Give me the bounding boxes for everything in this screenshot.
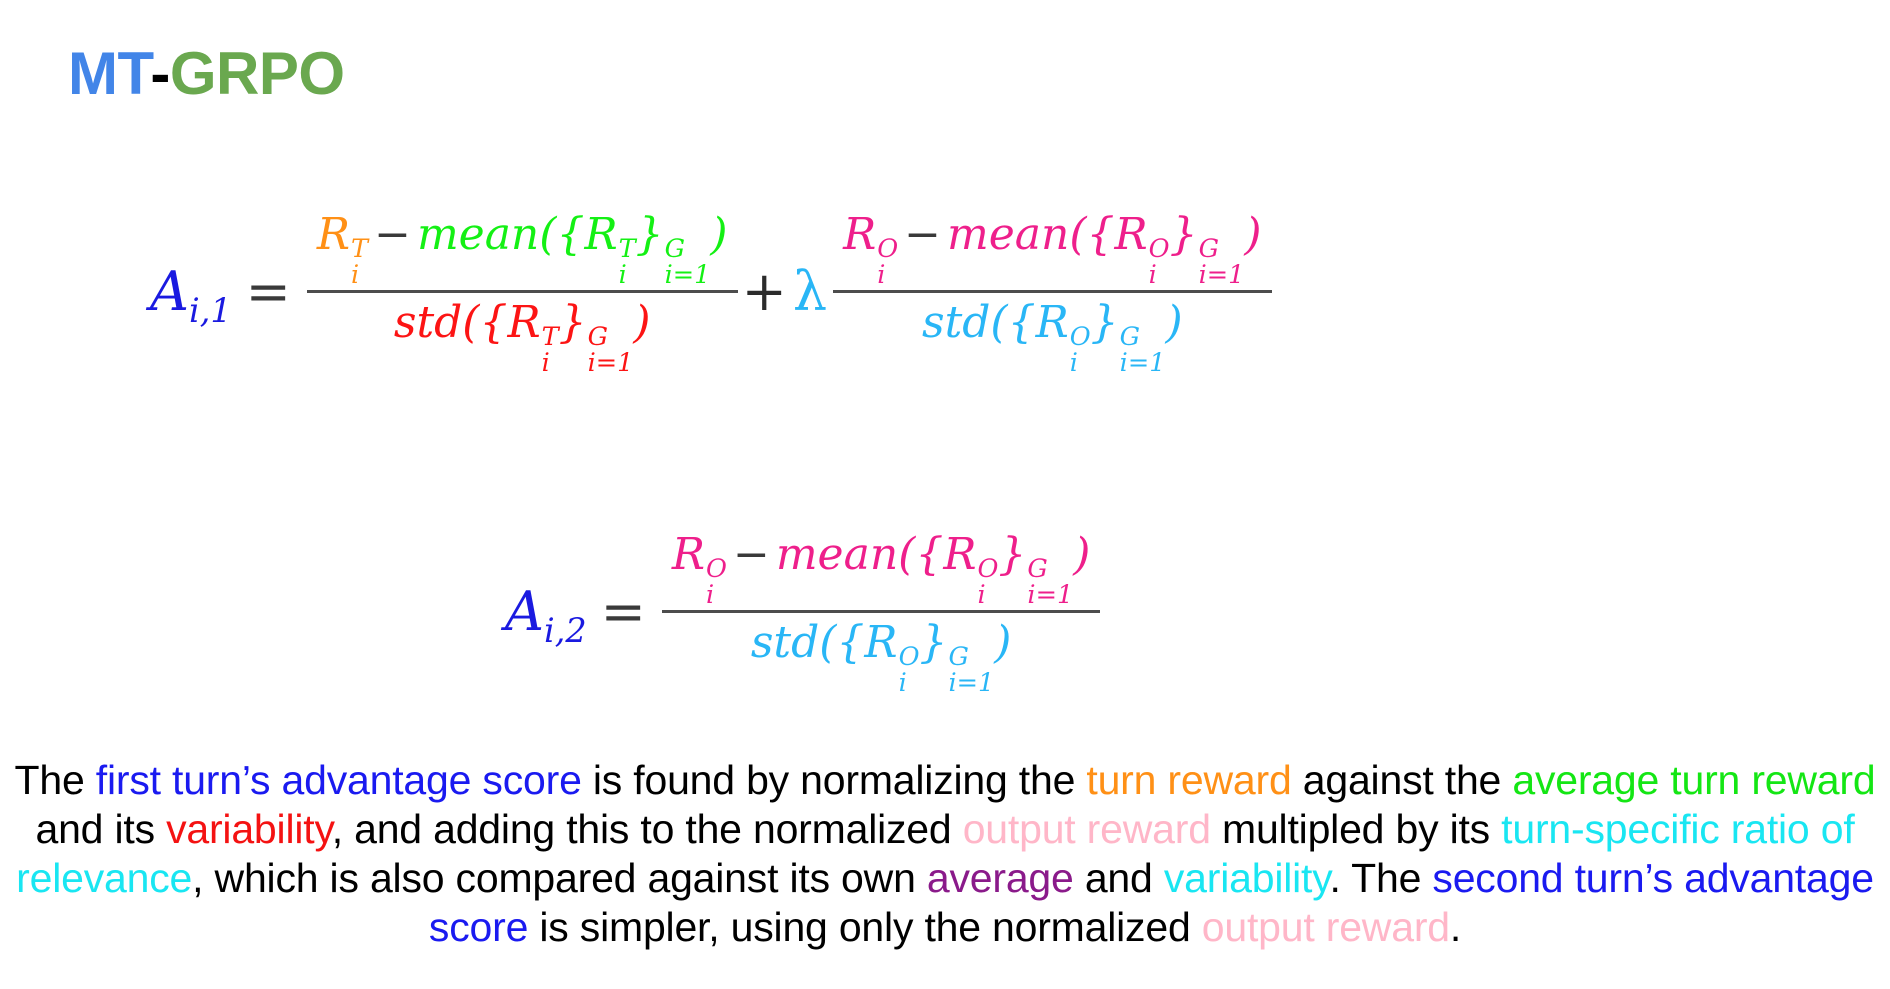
- caption-segment-15: variability: [1163, 855, 1330, 901]
- lhs-subscript: i,1: [189, 290, 232, 330]
- numerator-minus-operator: −: [374, 209, 411, 260]
- fraction-bar: [833, 290, 1272, 294]
- caption-segment-9: output reward: [962, 806, 1211, 852]
- page-title: MT-GRPO: [68, 44, 345, 104]
- caption-segment-2: is found by normalizing the: [581, 757, 1087, 803]
- caption-segment-13: average: [926, 855, 1074, 901]
- lhs-symbol: A: [505, 580, 544, 644]
- caption-segment-4: against the: [1291, 757, 1513, 803]
- fraction-bar: [661, 610, 1101, 614]
- numerator-minus-operator: −: [904, 209, 941, 260]
- caption-segment-19: output reward: [1201, 904, 1450, 950]
- caption-segment-3: turn reward: [1086, 757, 1292, 803]
- caption-segment-6: and its: [35, 757, 1887, 852]
- caption-segment-14: and: [1073, 855, 1164, 901]
- caption-segment-0: The: [14, 757, 96, 803]
- equation-1-lhs: Ai,1: [150, 260, 236, 327]
- caption-segment-10: multipled by its: [1210, 806, 1502, 852]
- caption-segment-7: variability: [166, 806, 332, 852]
- caption-segment-16: . The: [1329, 855, 1433, 901]
- caption-segment-8: , and adding this to the normalized: [331, 806, 963, 852]
- caption-segment-11: turn-specific ratio of relevance: [16, 806, 1866, 901]
- title-part-grpo: GRPO: [169, 40, 345, 107]
- caption-segment-18: is simpler, using only the normalized: [528, 904, 1202, 950]
- caption-segment-12: , which is also compared against its own: [192, 855, 927, 901]
- equation-1-relation: =: [245, 260, 291, 324]
- lhs-subscript: i,2: [544, 610, 587, 650]
- caption-segment-20: .: [1449, 904, 1462, 950]
- fraction-bar: [306, 290, 738, 294]
- equation-2-lhs: Ai,2: [505, 580, 591, 647]
- lhs-symbol: A: [150, 260, 189, 324]
- title-part-mt: MT: [68, 40, 151, 107]
- title-dash: -: [150, 40, 170, 107]
- caption-segment-5: average turn reward: [1512, 757, 1876, 803]
- caption-segment-1: first turn’s advantage score: [95, 757, 582, 803]
- equation-1-lambda-coefficient: λ: [792, 260, 828, 324]
- caption-segment-17: second turn’s advantage score: [428, 855, 1886, 950]
- numerator-minus-operator: −: [732, 529, 770, 580]
- equation-1-plus-operator: +: [741, 260, 787, 324]
- equation-2-relation: =: [600, 580, 646, 644]
- caption-text: The first turn’s advantage score is foun…: [8, 756, 1882, 952]
